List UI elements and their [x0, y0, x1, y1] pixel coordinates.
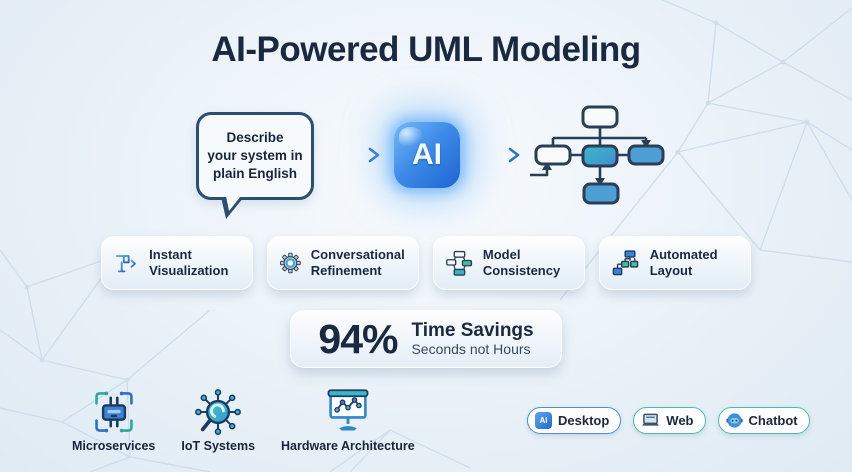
- gear-icon: [280, 252, 301, 274]
- stat-value: 94%: [318, 315, 398, 362]
- platform-badges-row: AI Desktop Web Chatbot: [527, 407, 810, 434]
- feature-card-automated-layout: Automated Layout: [599, 236, 751, 290]
- stat-card: 94% Time Savings Seconds not Hours: [290, 310, 562, 368]
- tree-layout-icon: [612, 249, 639, 275]
- platform-badge-chatbot[interactable]: Chatbot: [717, 407, 810, 434]
- ai-chip-icon: AI: [535, 412, 552, 429]
- sync-boxes-icon: [446, 250, 473, 276]
- platform-label: Web: [666, 413, 694, 428]
- speech-bubble-line: your system in: [207, 148, 303, 164]
- use-case-hardware-architecture: Hardware Architecture: [281, 388, 415, 453]
- speech-bubble-line: Describe: [226, 130, 284, 146]
- ai-chip: AI: [394, 122, 460, 188]
- stat-subtitle: Seconds not Hours: [411, 341, 531, 358]
- feature-card-model-consistency: Model Consistency: [433, 236, 585, 290]
- uml-diagram-icon: [530, 105, 665, 205]
- platform-label: Desktop: [558, 413, 610, 428]
- stat-title: Time Savings: [411, 319, 534, 341]
- platform-badge-web[interactable]: Web: [633, 407, 706, 434]
- page-title: AI-Powered UML Modeling: [211, 30, 641, 69]
- feature-card-instant-visualization: Instant Visualization: [101, 236, 253, 290]
- use-cases-row: Microservices: [72, 388, 415, 453]
- platform-label: Chatbot: [748, 413, 798, 428]
- ai-chip-label: AI: [412, 138, 442, 171]
- iot-network-icon: [195, 389, 242, 435]
- speech-bubble: Describe your system in plain English: [196, 112, 314, 219]
- microservices-icon: [94, 391, 133, 433]
- feature-label: Model Consistency: [482, 247, 561, 278]
- feature-label: Automated Layout: [649, 247, 718, 278]
- feature-cards-row: Instant Visualization Conversational Ref…: [0, 236, 852, 290]
- right-arrow-icon: [464, 147, 520, 163]
- feature-label: Instant Visualization: [149, 247, 229, 278]
- feature-card-conversational-refinement: Conversational Refinement: [267, 236, 419, 290]
- use-case-iot-systems: IoT Systems: [181, 388, 255, 453]
- right-arrow-icon: [328, 147, 380, 163]
- use-case-microservices: Microservices: [72, 388, 155, 453]
- robot-icon: [725, 413, 743, 428]
- laptop-icon: [642, 413, 660, 426]
- use-case-label: Hardware Architecture: [281, 439, 415, 453]
- speech-bubble-line: plain English: [212, 165, 297, 181]
- hardware-board-icon: [327, 389, 369, 431]
- use-case-label: Microservices: [72, 439, 156, 453]
- diagram-cursor-icon: [115, 255, 136, 273]
- platform-badge-desktop[interactable]: AI Desktop: [527, 407, 622, 434]
- feature-label: Conversational Refinement: [310, 247, 405, 278]
- use-case-label: IoT Systems: [181, 439, 256, 453]
